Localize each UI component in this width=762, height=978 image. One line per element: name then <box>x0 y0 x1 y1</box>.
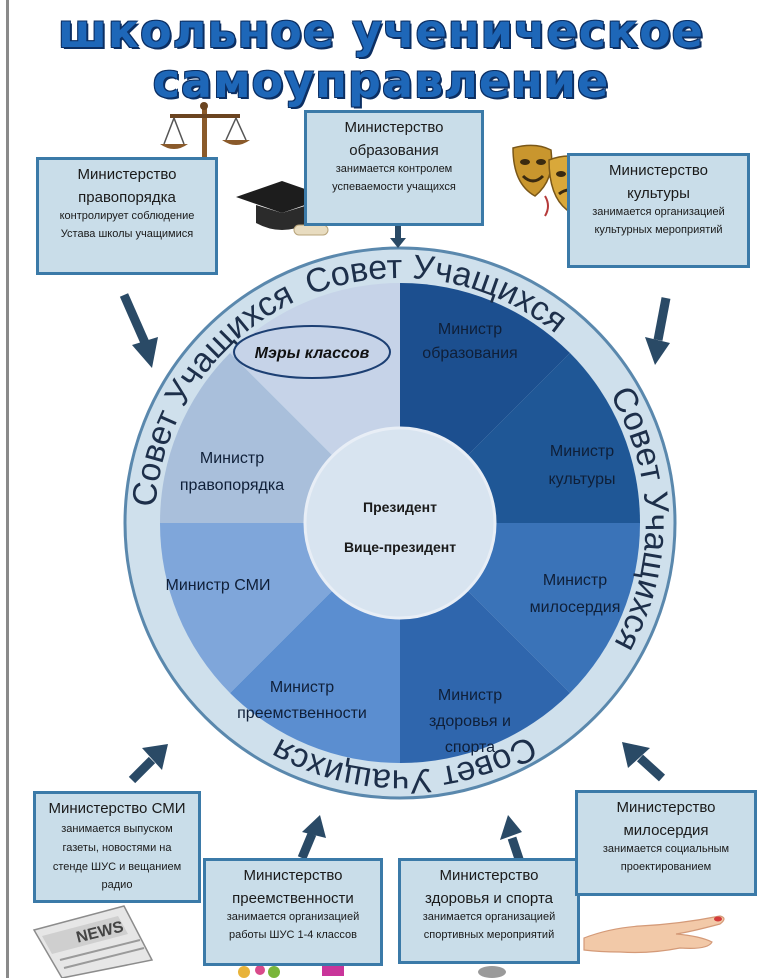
ministry-continuity-box: Министерство преемственности занимается … <box>203 858 383 966</box>
ministry-media-desc-l3: стенде ШУС и вещанием <box>52 860 182 873</box>
ministry-health-title-l2: здоровья и спорта <box>425 890 553 908</box>
ministry-health-desc-l2: спортивных мероприятий <box>423 929 555 942</box>
education-minister-l1: Министр <box>438 321 502 338</box>
ministry-order-box: Министерство правопорядка контролирует с… <box>36 157 218 275</box>
ministry-order-title-l1: Министерство <box>77 166 177 183</box>
ministry-mercy-desc-l2: проектированием <box>620 861 712 874</box>
ministry-health-title-l1: Министерство <box>439 867 539 884</box>
ministry-culture-title-l1: Министерство <box>609 162 708 179</box>
arrow-health-up <box>500 815 525 864</box>
ministry-continuity-desc-l1: занимается организацией <box>226 910 360 923</box>
ministry-order-desc-l2: Устава школы учащимися <box>60 228 194 241</box>
ministry-education-desc-l1: занимается контролем <box>335 162 453 175</box>
ministry-media-box: Министерство СМИ занимается выпуском газ… <box>33 791 201 903</box>
mercy-minister-l1: Министр <box>543 572 607 589</box>
newspaper-icon: NEWS <box>32 905 154 978</box>
ministry-media-title: Министерство СМИ <box>48 800 186 817</box>
ministry-media-desc-l4: радио <box>101 879 133 892</box>
arrow-continuity-up <box>297 815 326 860</box>
ministry-continuity-title-l1: Министерство <box>243 867 343 884</box>
arrow-order-down <box>119 293 158 368</box>
ministry-culture-desc-l1: занимается организацией <box>592 205 725 218</box>
ministry-culture-box: Министерство культуры занимается организ… <box>567 153 750 268</box>
left-border-line <box>6 0 9 978</box>
center-circle <box>303 426 497 620</box>
mayors-label: Мэры классов <box>255 345 370 362</box>
culture-minister-l1: Министр <box>550 443 614 460</box>
bottom-decor <box>238 964 506 978</box>
ministry-continuity-desc-l2: работы ШУС 1-4 классов <box>229 929 357 942</box>
continuity-minister-l2: преемственности <box>237 705 367 722</box>
ministry-mercy-desc-l1: занимается социальным <box>602 842 730 855</box>
ministry-health-box: Министерство здоровья и спорта занимаетс… <box>398 858 580 964</box>
education-minister-l2: образования <box>422 345 517 362</box>
mercy-minister-l2: милосердия <box>530 599 621 616</box>
ministry-education-title-l2: образования <box>349 142 439 160</box>
mayors-oval <box>233 325 391 379</box>
ministry-continuity-title-l2: преемственности <box>232 890 354 908</box>
health-minister-l1: Министр <box>438 687 502 704</box>
ministry-mercy-title-l2: милосердия <box>623 822 709 840</box>
order-minister-l1: Министр <box>200 450 264 467</box>
health-minister-l2: здоровья и <box>429 713 511 730</box>
order-minister-l2: правопорядка <box>180 477 284 494</box>
scales-icon <box>160 102 250 166</box>
ministry-media-desc-l2: газеты, новостями на <box>62 841 172 854</box>
ministry-health-desc-l1: занимается организацией <box>422 910 556 923</box>
hand-icon <box>583 915 725 954</box>
center-president: Президент <box>363 499 437 515</box>
culture-minister-l2: культуры <box>549 471 616 488</box>
ministry-culture-desc-l2: культурных мероприятий <box>594 224 723 237</box>
ministry-education-box: Министерство образования занимается конт… <box>304 110 484 226</box>
health-minister-l3: спорта <box>445 739 495 756</box>
arrow-media-up <box>128 744 168 784</box>
ministry-order-title-l2: правопорядка <box>78 189 176 207</box>
center-vice-president: Вице-президент <box>344 539 456 555</box>
arrow-culture-down <box>645 297 671 365</box>
ministry-mercy-box: Министерство милосердия занимается социа… <box>575 790 757 896</box>
page-title-line-1: школьное ученическое <box>58 4 704 58</box>
ministry-order-desc-l1: контролирует соблюдение <box>59 209 195 222</box>
page-title-line-2: самоуправление <box>152 54 610 108</box>
media-minister-label: Министр СМИ <box>166 577 271 594</box>
arrow-mercy-up <box>622 742 666 782</box>
continuity-minister-l1: Министр <box>270 679 334 696</box>
ministry-education-desc-l2: успеваемости учащихся <box>332 181 456 194</box>
ministry-education-title-l1: Министерство <box>344 119 444 136</box>
ministry-culture-title-l2: культуры <box>627 185 690 203</box>
ministry-media-desc-l1: занимается выпуском <box>61 823 173 836</box>
ministry-mercy-title-l1: Министерство <box>616 799 716 816</box>
